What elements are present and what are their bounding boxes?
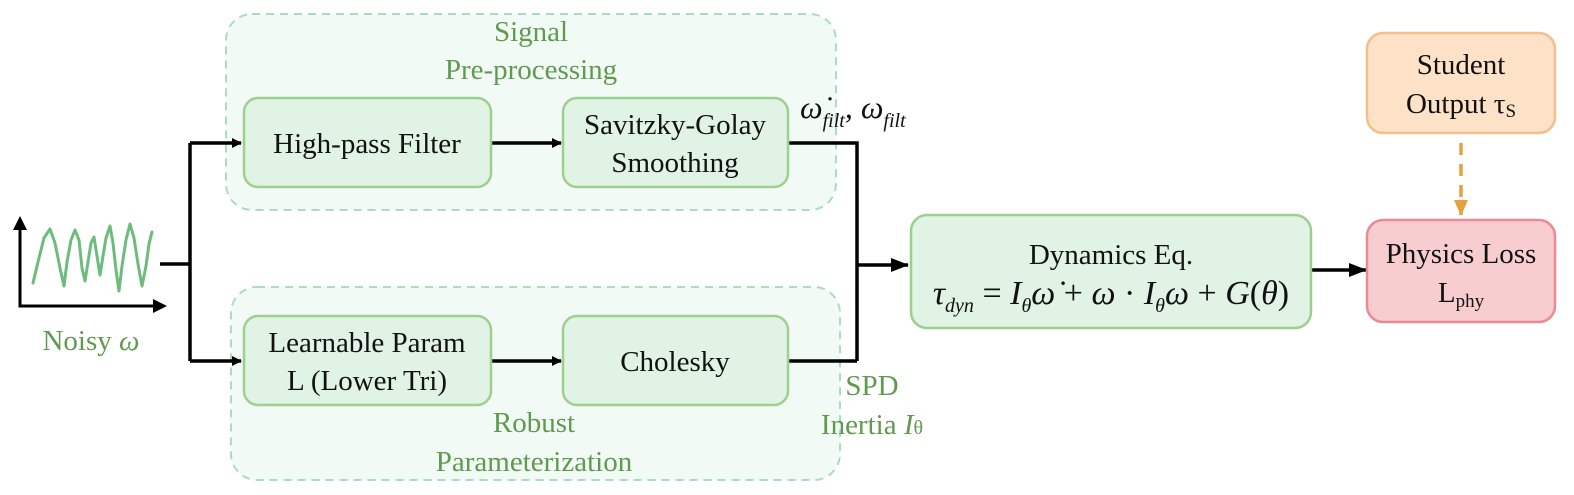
noisy-signal-plot — [13, 216, 167, 313]
physics-loss-label-line2: Lphy — [1438, 277, 1485, 312]
noisy-waveform — [31, 222, 154, 293]
learnable-param-label-line2: L (Lower Tri) — [287, 365, 447, 397]
x-axis-arrowhead — [153, 299, 167, 313]
plot-axes — [18, 225, 158, 308]
wire-savgol-out — [788, 141, 859, 361]
savitzky-golay-label-line1: Savitzky-Golay — [584, 109, 767, 141]
y-axis-arrowhead — [13, 216, 27, 230]
dynamics-eq-box — [909, 213, 1313, 330]
learnable-param-box — [242, 314, 493, 407]
savitzky-golay-label-line2: Smoothing — [611, 147, 738, 179]
high-pass-filter-label: High-pass Filter — [273, 128, 461, 160]
cholesky-label: Cholesky — [620, 346, 730, 378]
signal-preprocessing-title-line2: Pre-processing — [445, 54, 617, 86]
signal-preprocessing-title-line1: Signal — [494, 16, 568, 48]
robust-parameterization-title-line1: Robust — [493, 407, 575, 439]
inertia-symbol-2: I — [1143, 275, 1157, 312]
physics-loss-label-line1: Physics Loss — [1386, 238, 1537, 270]
dynamics-equation: τdyn = Iθω̇ + ω · Iθω + G(θ) — [933, 275, 1289, 317]
spd-label: SPD — [845, 370, 898, 402]
learnable-param-label-line1: Learnable Param — [268, 327, 466, 359]
student-output-box — [1365, 31, 1557, 135]
physics-loss-box — [1365, 218, 1557, 324]
high-pass-filter-box — [242, 96, 493, 189]
inertia-subscript-2: θ — [1155, 295, 1165, 317]
robust-parameterization-title-line2: Parameterization — [436, 446, 633, 478]
student-output-label-line1: Student — [1417, 49, 1506, 81]
cholesky-box — [561, 314, 790, 407]
noisy-omega-label: Noisy ω — [42, 325, 139, 357]
dynamics-eq-title: Dynamics Eq. — [1029, 239, 1193, 271]
savitzky-golay-box — [561, 96, 790, 189]
student-output-label-line2: Output τS — [1406, 88, 1516, 122]
inertia-label: Inertia Iθ — [821, 409, 923, 441]
